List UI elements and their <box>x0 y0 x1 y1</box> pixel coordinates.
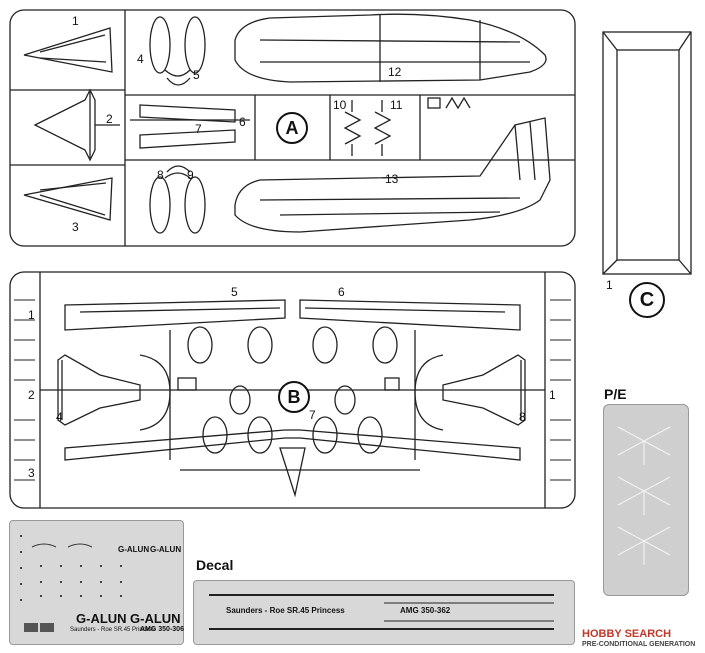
part-label-a7: 7 <box>195 122 202 136</box>
part-label-b3: 3 <box>28 466 35 480</box>
part-label-b1-right: 1 <box>549 388 556 402</box>
sprue-a-part-2 <box>33 88 120 162</box>
decal-sheet-1-code: AMG 350-306 <box>140 626 184 633</box>
photo-etch-sheet <box>603 404 689 596</box>
part-label-a10: 10 <box>333 98 347 112</box>
sprue-b-curves <box>139 354 444 431</box>
part-label-b7: 7 <box>309 408 316 422</box>
part-label-a4: 4 <box>137 52 144 66</box>
sprue-a-parts-4-5 <box>149 16 206 86</box>
sprue-a-parts-6-7 <box>130 104 250 149</box>
part-label-b8: 8 <box>519 410 526 424</box>
decal-label: Decal <box>196 557 234 573</box>
part-label-a3: 3 <box>72 220 79 234</box>
sprue-a-part-12 <box>234 13 547 83</box>
sprue-a-part-3 <box>23 177 113 221</box>
sprue-a-badge: A <box>276 112 308 144</box>
sprue-a-part-1 <box>23 27 113 73</box>
decal-sheet-2-code: AMG 350-362 <box>400 606 451 615</box>
part-label-a12: 12 <box>388 65 402 79</box>
part-label-c1: 1 <box>606 278 613 292</box>
part-label-a11: 11 <box>390 98 403 112</box>
decal-sheet-1-caption: Saunders - Roe SR.45 Princess <box>70 627 156 633</box>
part-label-a6: 6 <box>239 115 246 129</box>
photo-etch-label: P/E <box>604 386 627 402</box>
sprue-a-frame <box>9 9 576 247</box>
sprue-b-side-parts <box>14 299 571 481</box>
decal-sheet-1-marks <box>20 535 122 632</box>
sprue-a-parts-10-11 <box>343 100 392 156</box>
sprue-b-part-5 <box>64 299 286 331</box>
sprue-b-part-6 <box>299 299 521 331</box>
part-label-a8: 8 <box>157 168 164 182</box>
decal-sheet-2: Saunders - Roe SR.45 Princess AMG 350-36… <box>193 580 575 645</box>
sprue-b-logos <box>177 377 400 391</box>
sprue-b-nacelles <box>187 326 398 454</box>
sprue-a-parts-8-9 <box>149 165 206 234</box>
decal-sheet-2-stripes <box>209 594 554 630</box>
part-label-b6: 6 <box>338 285 345 299</box>
sprue-b-part-8 <box>442 354 526 426</box>
decal-sheet-1-registration-2: G-ALUN <box>130 611 181 626</box>
part-label-a13: 13 <box>385 172 399 186</box>
decal-sheet-1-small-reg-2: G-ALUN <box>150 545 182 554</box>
part-label-b4: 4 <box>56 410 63 424</box>
sprue-c-frame <box>602 31 692 275</box>
sprue-a-part-13 <box>234 117 551 233</box>
watermark-note: PRE-CONDITIONAL GENERATION <box>582 641 696 648</box>
watermark-brand: HOBBY SEARCH <box>582 628 672 640</box>
decal-sheet-1: G-ALUN G-ALUN G-ALUN G-ALUN Saunders - R… <box>9 520 184 645</box>
part-label-b5: 5 <box>231 285 238 299</box>
sprue-b-part-4 <box>57 354 141 426</box>
part-label-a5: 5 <box>193 68 200 82</box>
part-label-b1-left: 1 <box>28 308 35 322</box>
part-label-b2: 2 <box>28 388 35 402</box>
sprue-b-part-7 <box>64 429 521 498</box>
decal-sheet-1-small-reg-1: G-ALUN <box>118 545 150 554</box>
sprue-c-badge: C <box>629 282 665 318</box>
decal-sheet-2-caption: Saunders - Roe SR.45 Princess <box>226 606 345 615</box>
part-label-a1: 1 <box>72 14 79 28</box>
sprue-b-badge: B <box>278 381 310 413</box>
photo-etch-parts <box>617 426 671 565</box>
part-label-a2: 2 <box>106 112 113 126</box>
sprue-a-logos <box>427 96 471 110</box>
decal-sheet-1-registration-1: G-ALUN <box>76 611 127 626</box>
part-label-a9: 9 <box>187 168 194 182</box>
